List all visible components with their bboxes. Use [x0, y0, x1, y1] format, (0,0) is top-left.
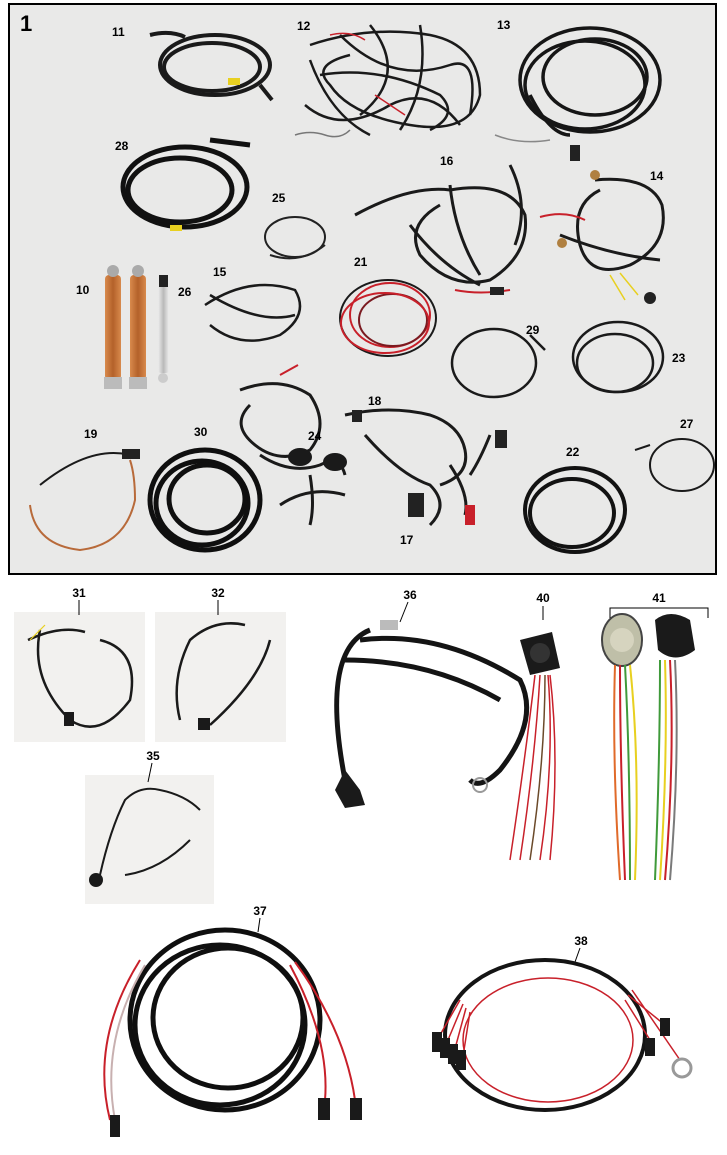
callout-label: 29 — [526, 323, 540, 337]
ground-strap-26 — [158, 275, 169, 383]
callout-label: 13 — [497, 18, 511, 32]
callout-label: 19 — [84, 427, 98, 441]
harness-14 — [559, 177, 665, 271]
harness-38 — [443, 958, 647, 1112]
main-parts-panel: 1 11 12 13 28 16 25 14 15 21 10 26 29 23… — [8, 3, 717, 575]
harness-31 — [27, 628, 134, 728]
callout-label: 22 — [566, 445, 580, 459]
callout-label: 16 — [440, 154, 454, 168]
harness-25 — [264, 216, 326, 260]
callout-label: 32 — [211, 586, 225, 600]
harness-32 — [175, 622, 272, 726]
harness-19 — [29, 452, 137, 552]
callout-label: 40 — [536, 591, 550, 605]
harness-11 — [149, 30, 274, 102]
callout-label: 21 — [354, 255, 368, 269]
callout-label: 41 — [652, 591, 666, 605]
harness-28 — [120, 137, 251, 230]
harness-30 — [147, 447, 263, 553]
connector-40 — [509, 632, 560, 861]
callout-label: 37 — [253, 904, 267, 918]
harness-16 — [354, 164, 528, 287]
callout-label: 38 — [574, 934, 588, 948]
harness-15 — [204, 283, 302, 342]
harness-23 — [571, 320, 665, 394]
callout-label: 30 — [194, 425, 208, 439]
callout-label: 10 — [76, 283, 90, 297]
callout-label: 14 — [650, 169, 664, 183]
callout-label: 23 — [672, 351, 686, 365]
callout-label: 24 — [308, 429, 322, 443]
harness-18 — [344, 408, 492, 527]
wiring-harness-photo — [29, 24, 715, 554]
harness-27 — [634, 438, 715, 492]
callout-label: 11 — [112, 25, 125, 39]
callout-label: 31 — [72, 586, 86, 600]
callout-label: 27 — [680, 417, 694, 431]
harness-36 — [334, 627, 530, 786]
figure-number: 1 — [20, 11, 33, 36]
harness-22 — [523, 466, 627, 554]
photo-35-background — [85, 775, 214, 904]
callout-label: 25 — [272, 191, 286, 205]
connector-41 — [601, 613, 695, 881]
harness-35 — [99, 787, 201, 876]
callout-label: 17 — [400, 533, 414, 547]
harness-37 — [127, 927, 323, 1113]
harness-12 — [304, 24, 482, 137]
harness-29 — [450, 327, 546, 399]
harness-13 — [518, 26, 662, 137]
callout-label: 35 — [146, 749, 160, 763]
ground-straps-10 — [104, 265, 147, 389]
callout-label: 28 — [115, 139, 129, 153]
callout-label: 18 — [368, 394, 382, 408]
callout-label: 15 — [213, 265, 227, 279]
callout-label: 36 — [403, 588, 417, 602]
callout-label: 12 — [297, 19, 311, 33]
callout-label: 26 — [178, 285, 192, 299]
harness-21 — [339, 279, 437, 357]
